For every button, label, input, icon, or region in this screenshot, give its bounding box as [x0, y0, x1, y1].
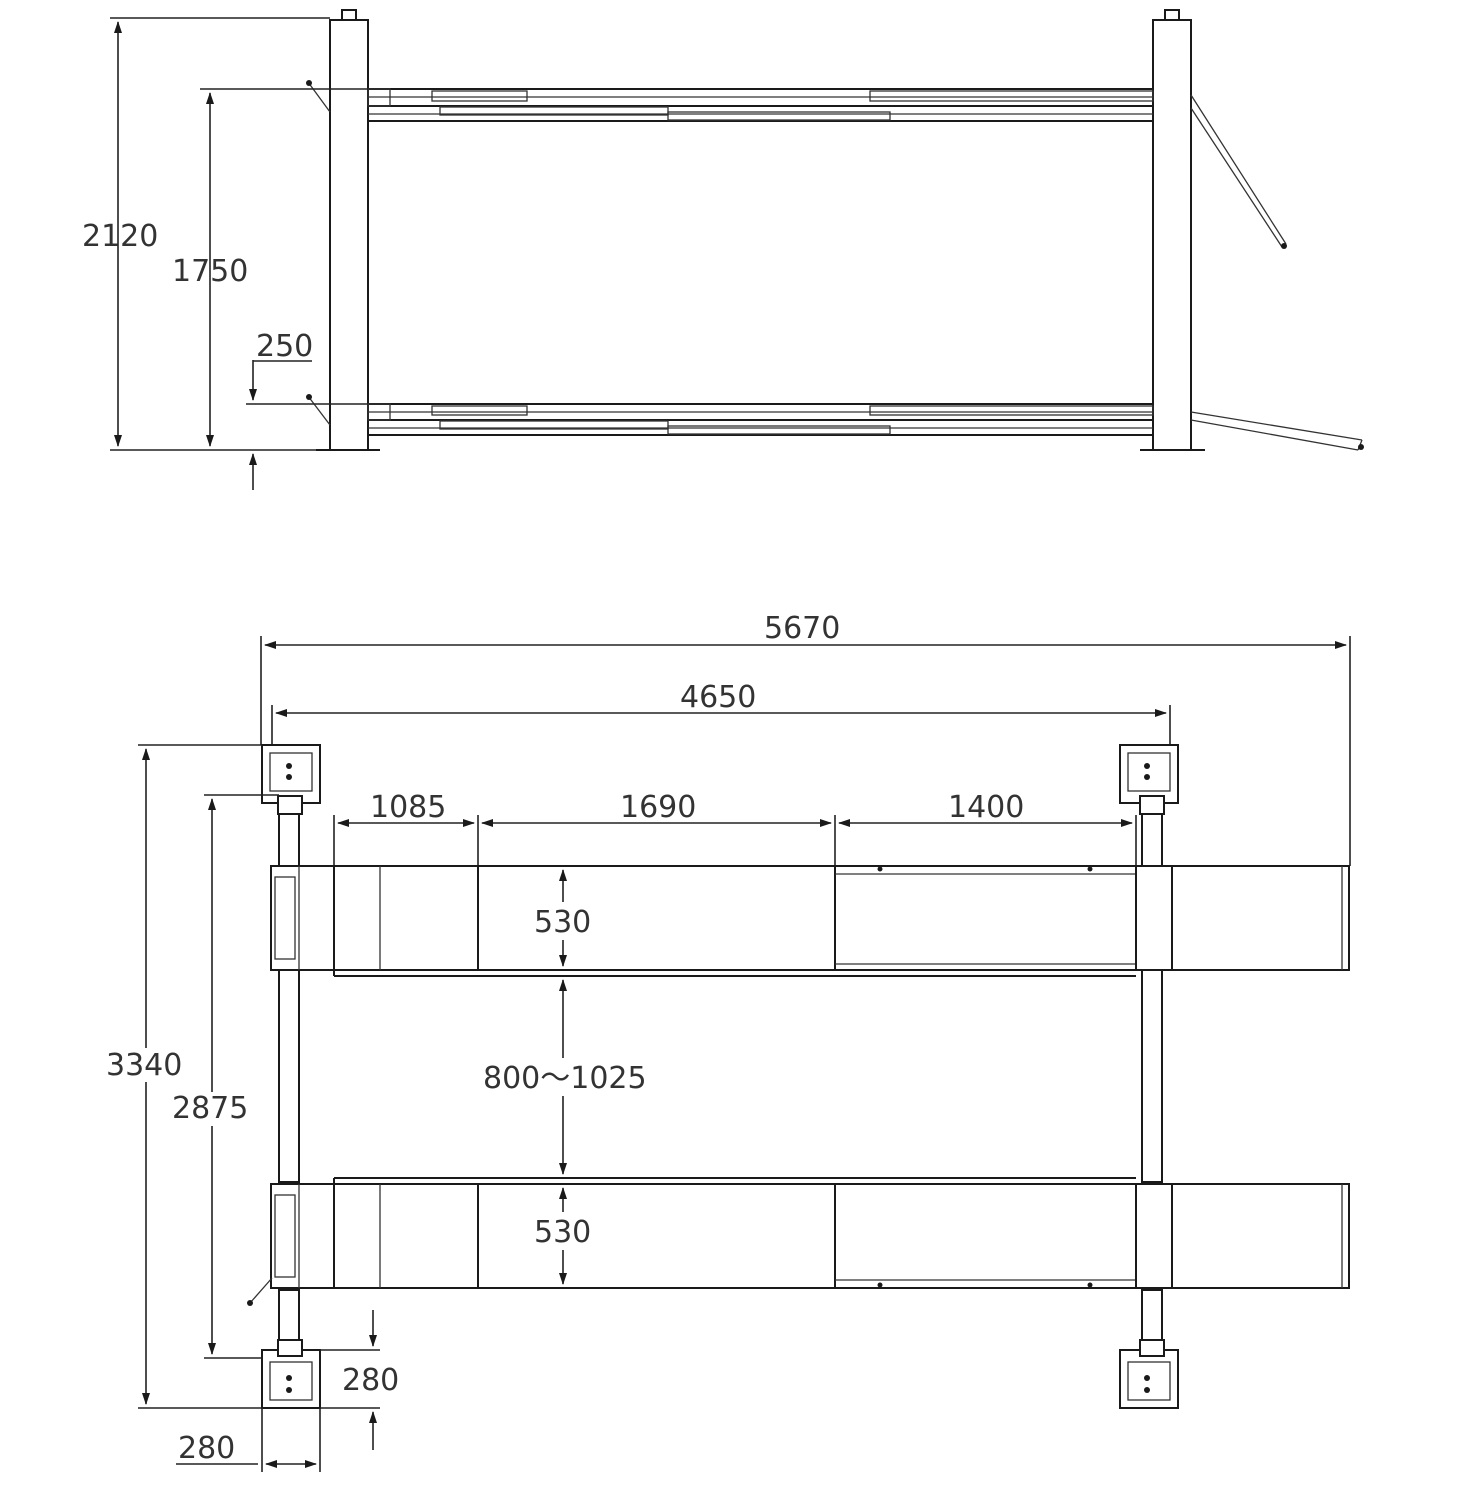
dim-overall-width: 3340: [104, 744, 262, 1409]
side-right-post: [1140, 9, 1205, 451]
top-runway-lower: [247, 1177, 1350, 1306]
label-post-base-height: 280: [342, 1363, 399, 1398]
label-lift-height: 1750: [172, 254, 248, 289]
top-runway-upper: [270, 865, 1350, 977]
side-upper-runway: [306, 80, 1287, 249]
label-segment-3: 1400: [948, 790, 1024, 825]
label-total-height: 2120: [82, 219, 158, 254]
dim-post-spacing: 4650: [271, 680, 1171, 745]
dim-post-spacing-width: 2875: [170, 794, 279, 1359]
label-overall-length: 5670: [764, 611, 840, 646]
label-segment-1: 1085: [370, 790, 446, 825]
label-runway-gap: 800～1025: [483, 1061, 647, 1096]
label-overall-width: 3340: [106, 1048, 182, 1083]
label-runway-width-top: 530: [534, 905, 591, 940]
top-view: 5670 4650 1085 1690 1400: [104, 611, 1351, 1472]
label-min-height: 250: [256, 329, 313, 364]
dim-post-base-width: 280: [176, 1408, 321, 1472]
dim-overall-length: 5670: [260, 611, 1351, 866]
post-base-bottom-right: [1119, 1339, 1179, 1409]
label-runway-width-bottom: 530: [534, 1215, 591, 1250]
dim-runway-widths: 530 800～1025 530: [482, 869, 647, 1285]
post-base-top-right: [1119, 744, 1179, 815]
side-left-post: [316, 9, 380, 451]
dim-total-height: 2120: [82, 17, 330, 451]
dim-lift-height: 1750: [172, 88, 368, 447]
post-base-bottom-left: [261, 1339, 321, 1409]
side-view: 2120 1750 250: [82, 9, 1364, 490]
post-base-top-left: [261, 744, 321, 815]
label-post-spacing: 4650: [680, 680, 756, 715]
dim-post-base-height: 280: [320, 1310, 399, 1450]
label-post-base-width: 280: [178, 1431, 235, 1466]
label-post-spacing-width: 2875: [172, 1091, 248, 1126]
side-lower-runway: [306, 394, 1364, 451]
dim-min-height: 250: [246, 329, 368, 490]
label-segment-2: 1690: [620, 790, 696, 825]
cross-beam-left: [278, 809, 300, 1349]
dim-segments: 1085 1690 1400: [333, 790, 1137, 866]
